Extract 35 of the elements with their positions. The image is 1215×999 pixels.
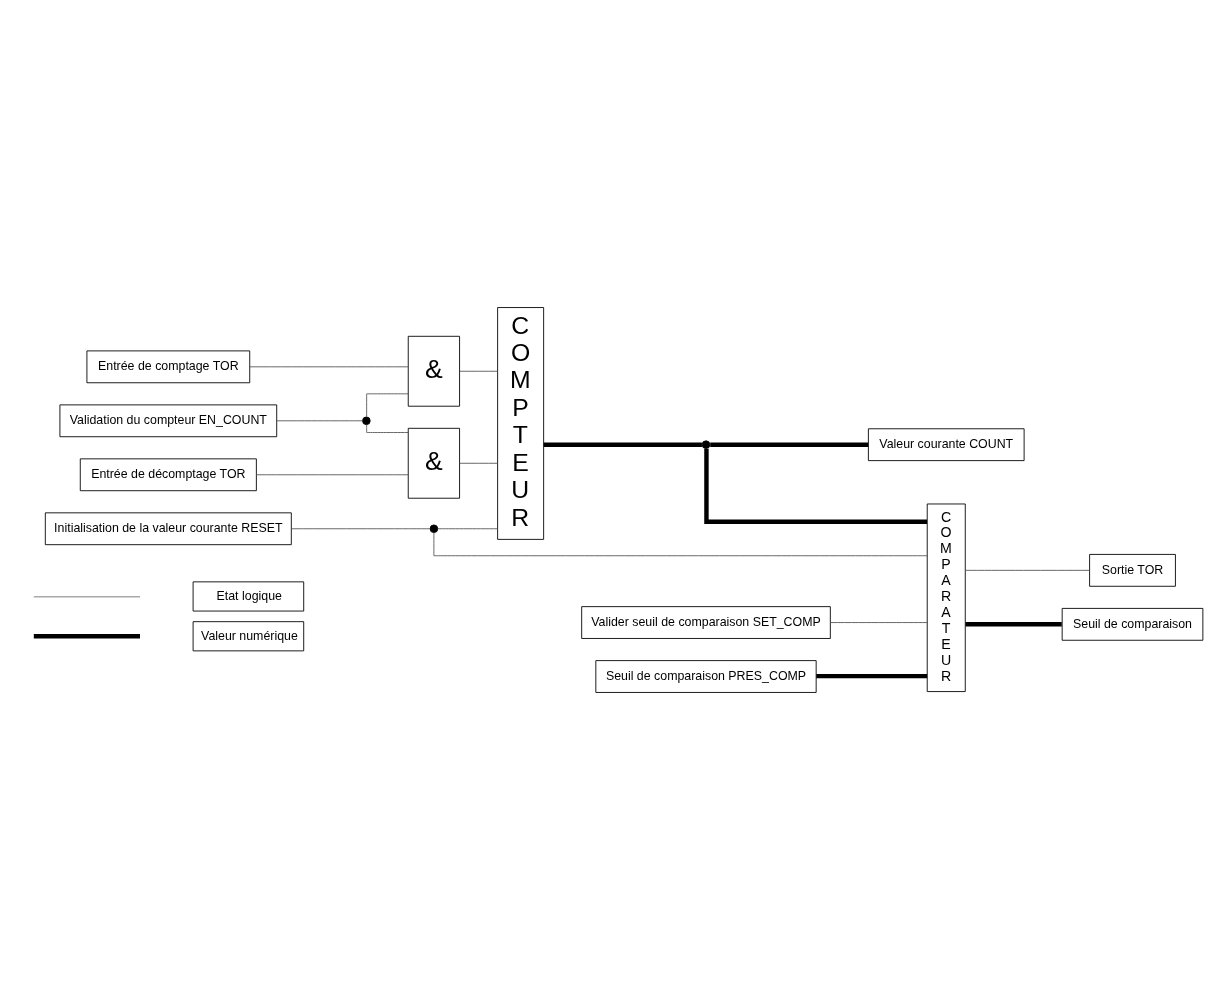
connector [704, 448, 928, 524]
connector [290, 527, 431, 529]
node-box: Entrée de décomptage TOR [79, 457, 257, 491]
connector [829, 621, 928, 623]
node-box: Validation du compteur EN_COUNT [59, 403, 278, 437]
legend-label: Etat logique [216, 588, 282, 603]
node-box: Seuil de comparaison PRES_COMP [595, 659, 817, 693]
node-box: & [407, 427, 460, 499]
connector [965, 569, 1090, 571]
node-box: Entrée de comptage TOR [86, 349, 251, 383]
connector [459, 462, 498, 464]
node-circle [701, 439, 711, 449]
node-circle [429, 524, 439, 533]
node-box: & [407, 335, 460, 407]
node-box: Seuil de comparaison [1061, 607, 1204, 641]
connector [965, 621, 1062, 627]
legend-label: Valeur numérique [201, 628, 298, 643]
connector [710, 442, 869, 447]
connector [437, 527, 498, 529]
connector [433, 531, 928, 556]
node-box: COMPARATEUR [926, 503, 966, 692]
node-box: Valeur courante COUNT [867, 427, 1025, 461]
node-box: Sortie TOR [1089, 553, 1176, 587]
connector [816, 673, 928, 678]
connector [366, 392, 409, 417]
connector [459, 370, 498, 372]
node-box: COMPTEUR [497, 306, 545, 540]
node-box: Valider seuil de comparaison SET_COMP [581, 605, 831, 639]
connector [249, 365, 409, 367]
connector [276, 419, 363, 421]
node-circle [362, 416, 371, 425]
connector [255, 473, 409, 475]
connector [366, 423, 409, 433]
node-box: Initialisation de la valeur courante RESET [44, 511, 292, 545]
connector [543, 442, 702, 447]
